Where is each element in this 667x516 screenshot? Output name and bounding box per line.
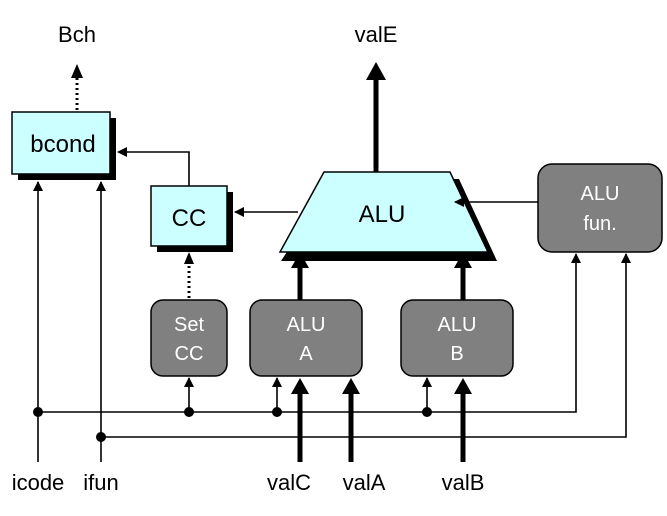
cc-block: CC (150, 185, 233, 252)
vale-arrowhead (366, 62, 386, 80)
set-cc-block: Set CC (150, 299, 228, 377)
set-cc-label-2: CC (175, 343, 204, 365)
bch-label: Bch (58, 22, 96, 47)
set-cc-label-1: Set (174, 314, 204, 336)
alu-a-label-1: ALU (287, 314, 326, 336)
ifun-to-alufun-wire (101, 253, 631, 438)
alu-a-block: ALU A (249, 299, 363, 377)
alu-a-label-2: A (299, 343, 313, 365)
alu-block: ALU (278, 171, 497, 261)
alu-b-label-2: B (450, 343, 463, 365)
setcc-arrowhead (184, 252, 194, 264)
vala-label: valA (343, 470, 386, 495)
valc-arrowhead (291, 378, 309, 394)
icode-label: icode (12, 470, 65, 495)
junction-dot (33, 407, 43, 417)
vala-arrowhead (342, 378, 360, 394)
alu-fun-label-1: ALU (581, 183, 620, 205)
valb-arrowhead (454, 378, 472, 394)
icode-to-alufun-wire (38, 253, 581, 413)
alu-fun-block: ALU fun. (537, 163, 663, 253)
alu-b-label-1: ALU (438, 314, 477, 336)
bch-arrowhead (71, 64, 83, 78)
junction-dot (96, 432, 106, 442)
junction-dot (272, 407, 282, 417)
cc-label: CC (172, 205, 207, 232)
alub-bus-arrowhead (454, 252, 472, 268)
alua-bus-arrowhead (291, 252, 309, 268)
vale-label: valE (355, 22, 398, 47)
bcond-label: bcond (30, 131, 95, 158)
bcond-block: bcond (11, 111, 116, 180)
cc-to-bcond-wire (117, 147, 190, 186)
alu-fun-label-2: fun. (583, 213, 616, 235)
valb-label: valB (442, 470, 485, 495)
alu-b-block: ALU B (400, 299, 514, 377)
junction-dot (422, 407, 432, 417)
valc-label: valC (267, 470, 311, 495)
junction-dot (184, 407, 194, 417)
alu-label: ALU (359, 201, 406, 228)
ifun-label: ifun (83, 470, 118, 495)
